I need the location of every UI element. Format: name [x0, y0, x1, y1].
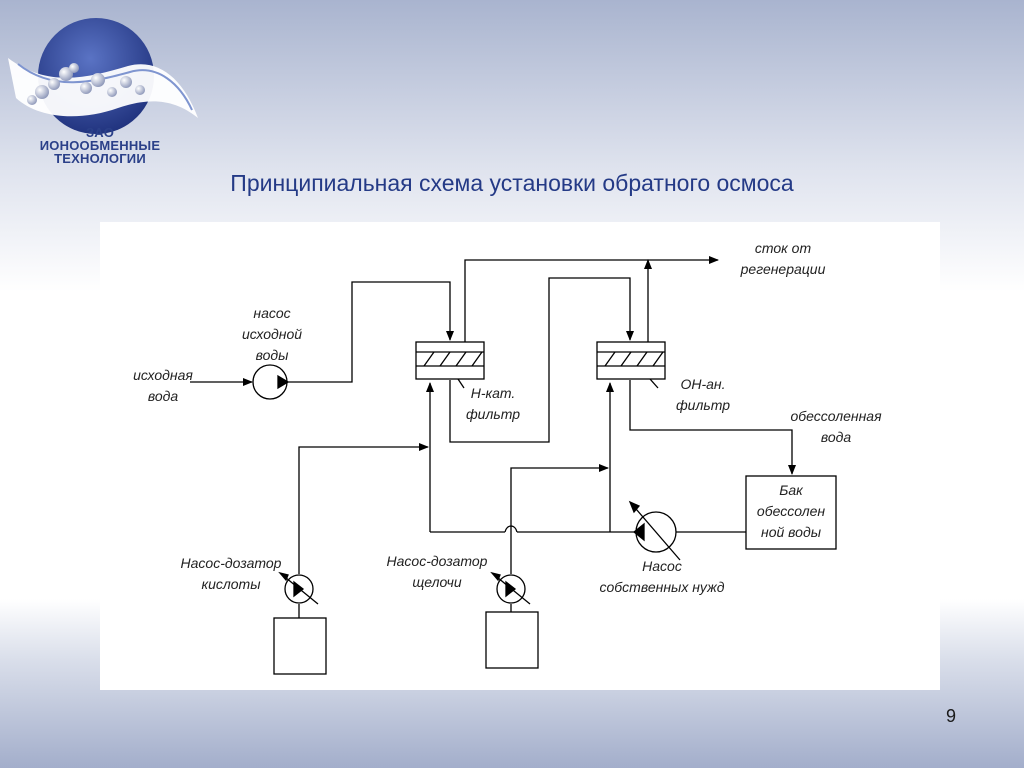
h-to-oh-filter-line	[449, 277, 634, 443]
company-logo	[8, 18, 198, 134]
raw-pump-to-h-filter-line	[288, 281, 454, 383]
acid-dosing-line	[298, 443, 429, 574]
logo-text-line2: ИОНООБМЕННЫЕ	[39, 138, 161, 153]
aux-line-crossover	[504, 525, 518, 533]
acid-tank	[273, 617, 327, 675]
slide-title: Принципиальная схема установки обратного…	[230, 170, 794, 196]
logo-text-line1: ЗАО	[85, 125, 115, 140]
label-oh-anion-filter: ОН-ан.фильтр	[675, 376, 731, 413]
oh-anion-filter	[596, 341, 666, 389]
acid-dosing-pump	[278, 571, 319, 605]
alkali-dosing-pump	[490, 571, 531, 605]
alkali-dosing-line	[510, 464, 609, 574]
aux-pump	[628, 500, 681, 561]
demin-water-tank	[745, 475, 837, 550]
label-h-cation-filter: Н-кат.фильтр	[465, 385, 521, 422]
logo-text-line3: ТЕХНОЛОГИИ	[54, 151, 146, 166]
oh-filter-to-tank-line	[629, 380, 796, 475]
raw-water-pump	[252, 364, 290, 400]
h-cation-filter	[415, 341, 485, 389]
alkali-tank	[485, 611, 539, 669]
regen-drain-line-h	[464, 256, 719, 342]
page-number: 9	[946, 706, 957, 726]
